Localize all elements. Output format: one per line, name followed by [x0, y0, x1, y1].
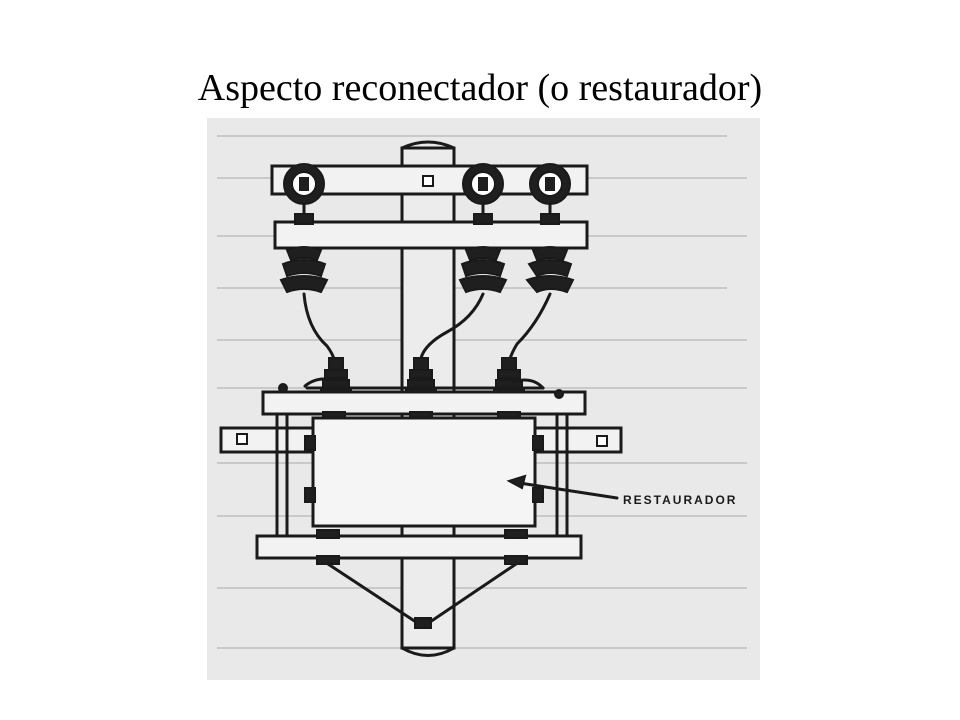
diagonal-braces: [326, 562, 518, 629]
recloser-tank: [275, 412, 569, 540]
insulator-left: [279, 202, 329, 294]
restaurador-label: RESTAURADOR: [623, 493, 737, 507]
terminal-bushing-left: [283, 163, 325, 205]
lower-mounting-frame: [255, 529, 583, 565]
restaurador-callout: RESTAURADOR: [506, 474, 737, 507]
insulator-right: [525, 202, 575, 294]
terminal-bushing-right: [529, 163, 571, 205]
insulator-center: [458, 202, 508, 294]
insulator-crossarm: [273, 220, 589, 250]
recloser-drawing: RESTAURADOR: [207, 118, 760, 680]
terminal-bushing-center: [462, 163, 504, 205]
slide-title: Aspecto reconectador (o restaurador): [197, 67, 763, 109]
recloser-head: [303, 377, 545, 390]
